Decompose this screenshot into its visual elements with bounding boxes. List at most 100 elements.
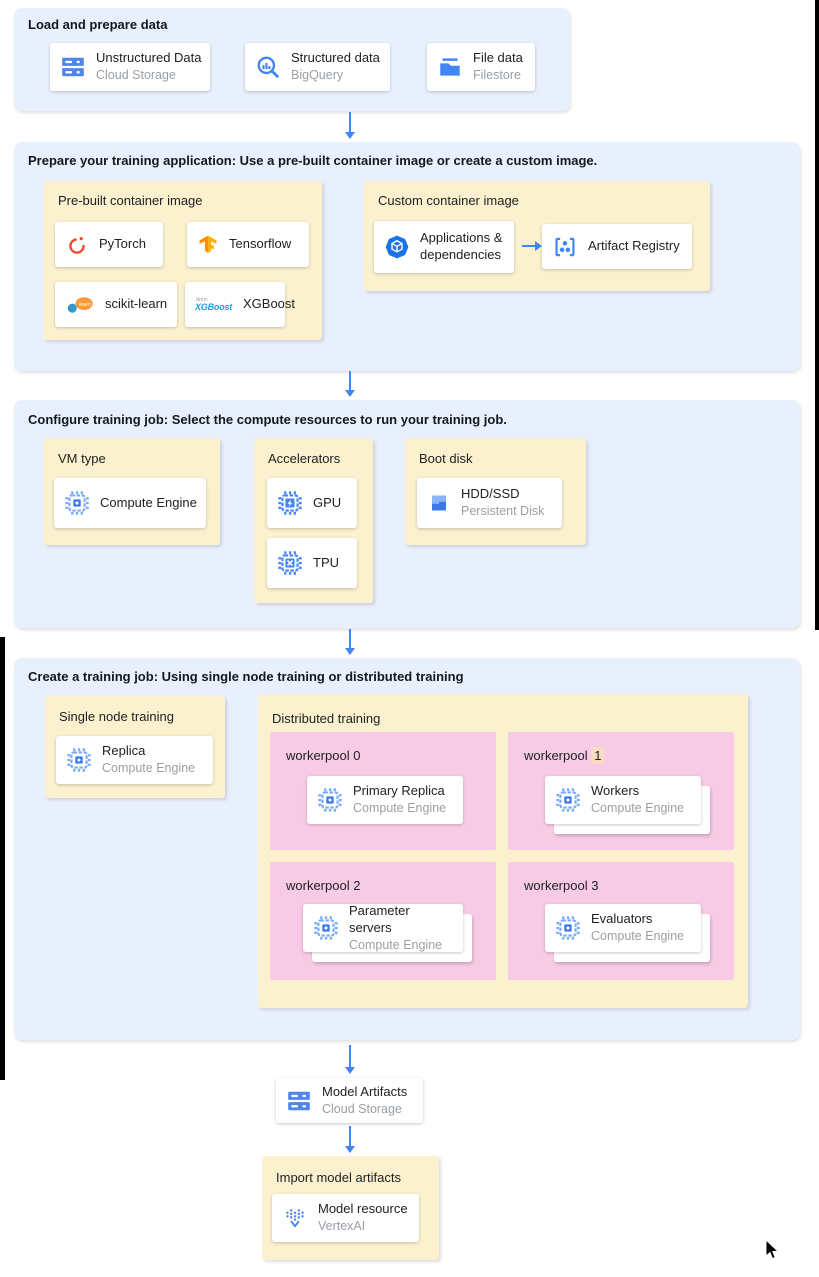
load-data-panel-title: Load and prepare data [28, 17, 168, 32]
cloud-storage-icon [286, 1088, 312, 1114]
pytorch-icon [65, 233, 89, 257]
accelerators-box: Accelerators GPU TPU [254, 438, 373, 603]
card-title: Evaluators [591, 911, 653, 927]
card-subtitle: Filestore [473, 68, 521, 83]
workerpool-number: 0 [353, 748, 361, 763]
persistent-disk-icon [427, 491, 451, 515]
scikit-learn-logo-text: learn [79, 301, 91, 307]
workerpool-prefix: workerpool [286, 748, 350, 763]
vm-type-box: VM type Compute Engine [44, 438, 220, 545]
card-subtitle: Compute Engine [591, 929, 685, 944]
card-title: TPU [313, 554, 339, 570]
gpu-icon [277, 490, 303, 516]
scikit-learn-icon: learn [65, 295, 95, 315]
card-title: Structured data [291, 50, 380, 66]
bigquery-icon [255, 54, 281, 80]
flow-arrow-prepare-to-configure [349, 371, 351, 391]
card-title: Model resource [318, 1201, 408, 1217]
cloud-storage-icon [60, 54, 86, 80]
accelerators-title: Accelerators [268, 451, 341, 466]
card-subtitle: Compute Engine [349, 937, 443, 952]
tpu-icon [277, 550, 303, 576]
import-model-title: Import model artifacts [276, 1170, 401, 1185]
configure-panel-title: Configure training job: Select the compu… [28, 412, 507, 427]
card-title: Primary Replica [353, 783, 445, 799]
card-title: Unstructured Data [96, 50, 202, 66]
card-subtitle: Cloud Storage [96, 68, 176, 83]
compute-engine-icon [555, 787, 581, 813]
create-job-panel: Create a training job: Using single node… [14, 658, 800, 1040]
xgboost-logo-text: XGBoost [195, 301, 233, 312]
compute-engine-icon [64, 490, 90, 516]
compute-engine-card: Compute Engine [54, 478, 206, 528]
workerpool-number-highlighted: 1 [591, 747, 605, 764]
prepare-panel-title: Prepare your training application: Use a… [28, 153, 598, 168]
workerpool-1-label: workerpool 1 [524, 747, 605, 764]
card-subtitle: Persistent Disk [461, 504, 545, 519]
workerpool-number: 3 [591, 878, 599, 893]
configure-job-panel: Configure training job: Select the compu… [14, 400, 800, 628]
compute-engine-icon [66, 747, 92, 773]
card-subtitle: Compute Engine [102, 761, 196, 776]
prepare-application-panel: Prepare your training application: Use a… [14, 142, 800, 371]
card-subtitle: Compute Engine [353, 801, 447, 816]
card-title: Parameter servers [349, 902, 410, 935]
compute-engine-icon [555, 915, 581, 941]
right-edge-artifact-bar [815, 0, 819, 630]
distributed-training-title: Distributed training [272, 711, 381, 726]
vertex-ai-icon [282, 1205, 308, 1231]
create-panel-title: Create a training job: Using single node… [28, 669, 464, 684]
workerpool-prefix: workerpool [524, 748, 588, 763]
compute-engine-icon [313, 915, 339, 941]
artifact-registry-card: Artifact Registry [542, 224, 692, 269]
card-title: Model Artifacts [322, 1083, 408, 1099]
card-title: Artifact Registry [588, 238, 680, 254]
card-label: Tensorflow [229, 236, 292, 252]
gpu-card: GPU [267, 478, 357, 528]
distributed-training-box: Distributed training workerpool 0 Primar… [258, 694, 748, 1008]
xgboost-logo-small-text: dmlc [196, 296, 209, 303]
xgboost-card: dmlc XGBoost XGBoost [185, 282, 295, 327]
tensorflow-card: Tensorflow [187, 222, 309, 267]
custom-container-box: Custom container image Applications & de… [364, 181, 710, 291]
applications-icon [384, 234, 410, 260]
scikit-learn-card: learn scikit-learn [55, 282, 177, 327]
card-title: Compute Engine [100, 494, 197, 510]
flow-arrow-configure-to-create [349, 629, 351, 649]
workerpool-prefix: workerpool [524, 878, 588, 893]
flow-arrow-load-to-prepare [349, 112, 351, 133]
custom-box-title: Custom container image [378, 193, 519, 208]
flow-arrow-custom-image [522, 245, 536, 247]
prebuilt-box-title: Pre-built container image [58, 193, 203, 208]
boot-disk-title: Boot disk [419, 451, 473, 466]
card-title: Workers [591, 783, 640, 799]
card-title: Applications & dependencies [420, 230, 503, 262]
pytorch-card: PyTorch [55, 222, 163, 267]
card-subtitle: BigQuery [291, 68, 344, 83]
workerpool-0-label: workerpool 0 [286, 748, 360, 763]
xgboost-logo: dmlc XGBoost [195, 296, 233, 312]
flow-arrow-create-to-artifacts [349, 1045, 351, 1068]
card-label: XGBoost [243, 296, 296, 312]
left-edge-artifact-bar [0, 637, 5, 1080]
tpu-card: TPU [267, 538, 357, 588]
flow-arrow-artifacts-to-import [349, 1126, 351, 1147]
card-subtitle: VertexAI [318, 1219, 366, 1234]
